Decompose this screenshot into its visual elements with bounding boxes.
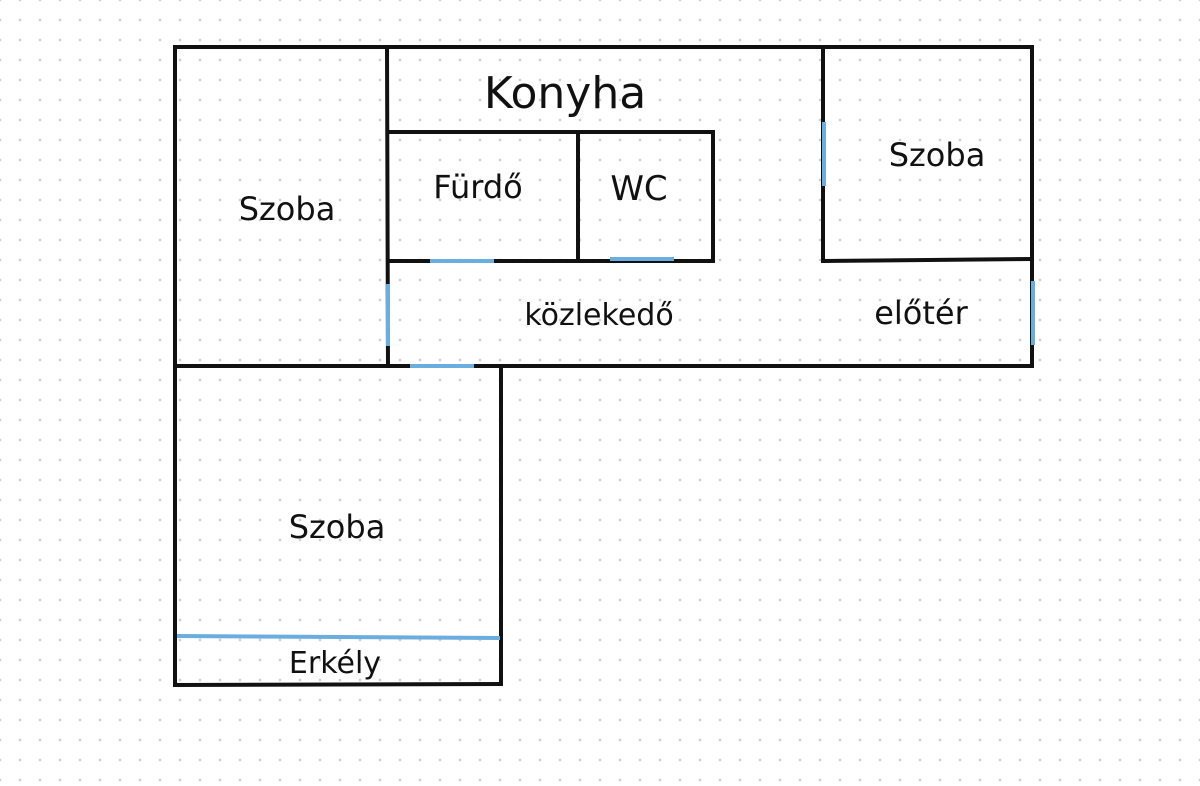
room-labels: Konyha Szoba Fürdő WC Szoba közlekedő el…	[239, 68, 986, 681]
walls	[172, 44, 1035, 688]
wall-balcony-bottom	[172, 681, 504, 688]
room-label-kozlekedo: közlekedő	[524, 298, 673, 333]
room-label-szoba-left: Szoba	[239, 190, 336, 228]
room-label-konyha: Konyha	[484, 68, 646, 119]
door-erkely	[176, 634, 501, 640]
wall-right-room-bottom	[820, 256, 1035, 264]
room-label-szoba-right: Szoba	[889, 136, 986, 174]
room-label-furdo: Fürdő	[433, 168, 522, 206]
room-label-erkely: Erkély	[289, 646, 381, 681]
room-label-wc: WC	[610, 169, 667, 209]
room-label-szoba-bottom: Szoba	[289, 508, 386, 546]
room-label-eloter: előtér	[874, 294, 968, 332]
doors	[176, 122, 1035, 640]
